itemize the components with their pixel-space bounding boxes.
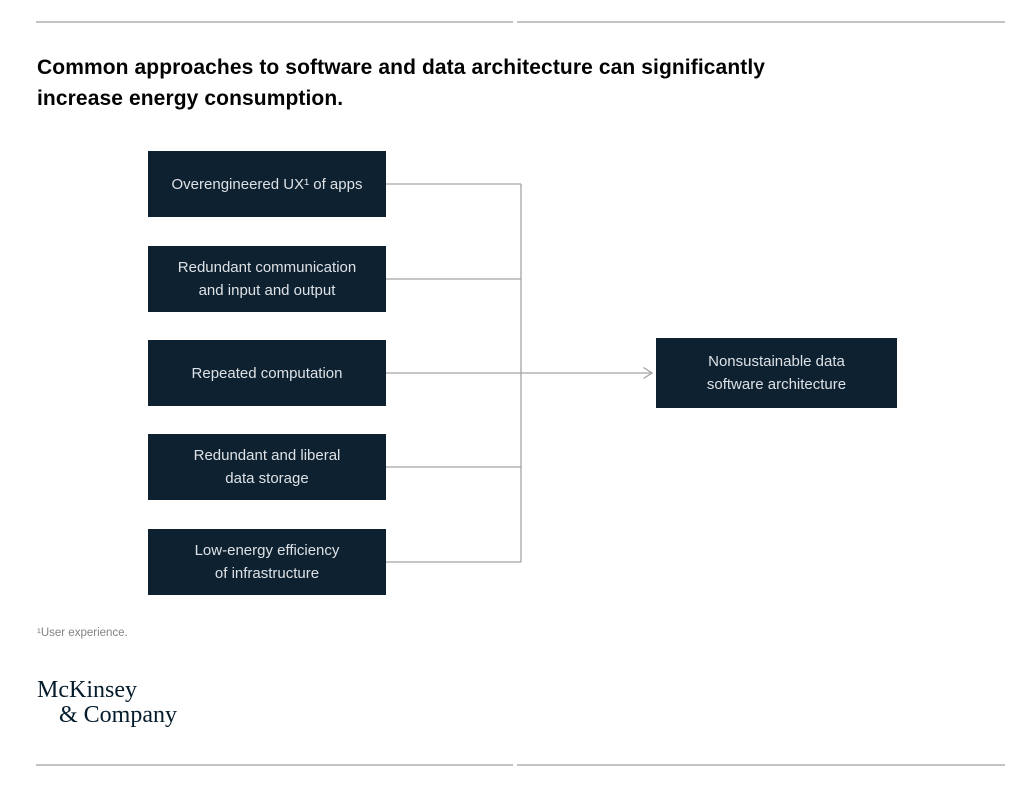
exhibit-title-line-1: Common approaches to software and data a… [37, 56, 766, 79]
source-box-redundant-data-storage: Redundant and liberal data storage [148, 434, 386, 500]
source-box-label-line: of infrastructure [214, 565, 320, 582]
source-box-redundant-communication: Redundant communication and input and ou… [148, 246, 386, 312]
exhibit-title: Common approaches to software and data a… [37, 52, 765, 114]
arrow-head-icon [643, 366, 654, 380]
mckinsey-logo: McKinsey & Company [37, 678, 177, 728]
source-box-label-line: Repeated computation [191, 364, 343, 382]
source-box-label-line: Redundant and liberal [193, 447, 341, 464]
footnote: ¹User experience. [37, 627, 128, 639]
target-box-nonsustainable-architecture: Nonsustainable data software architectur… [656, 338, 897, 408]
bottom-rule-left-segment [36, 764, 513, 766]
source-box-label-line: Redundant communication [177, 259, 357, 276]
exhibit-title-line-2: increase energy consumption. [37, 87, 344, 110]
source-box-overengineered-ux: Overengineered UX¹ of apps [148, 151, 386, 217]
target-box-label-line: software architecture [706, 376, 847, 393]
logo-line-1: McKinsey [37, 677, 137, 703]
top-rule-right-segment [517, 21, 1005, 23]
source-box-label-line: and input and output [198, 282, 336, 299]
source-box-label-line: Overengineered UX¹ of apps [171, 175, 363, 193]
bottom-rule-right-segment [517, 764, 1005, 766]
source-box-label-line: data storage [225, 470, 309, 487]
source-box-repeated-computation: Repeated computation [148, 340, 386, 406]
source-box-label-line: Low-energy efficiency [194, 542, 340, 559]
target-box-label-line: Nonsustainable data [708, 353, 845, 370]
logo-line-2: & Company [59, 702, 177, 728]
source-box-low-energy-efficiency: Low-energy efficiency of infrastructure [148, 529, 386, 595]
top-rule-left-segment [36, 21, 513, 23]
